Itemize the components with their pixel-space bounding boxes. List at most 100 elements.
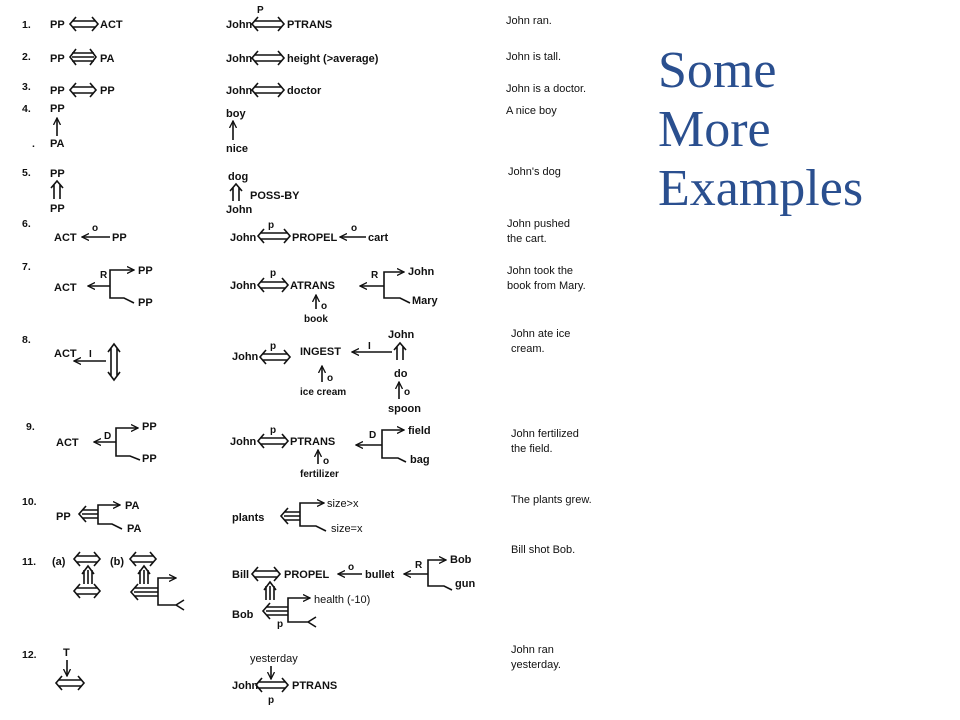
triple-up-arrow-icon bbox=[81, 564, 95, 584]
recipient-branch-to bbox=[109, 270, 134, 286]
rule-label: PP bbox=[138, 265, 153, 277]
example-label: o bbox=[323, 456, 329, 467]
example-number: 4. bbox=[22, 103, 31, 115]
example-meaning: John's dog bbox=[508, 166, 561, 178]
example-meaning: John fertilized bbox=[511, 428, 579, 440]
example-label: John bbox=[226, 53, 253, 65]
recipient-branch-from bbox=[383, 286, 411, 304]
rule-label: R bbox=[100, 270, 108, 281]
rule-label: PP bbox=[50, 53, 65, 65]
example-label: bullet bbox=[365, 569, 395, 581]
example-label: plants bbox=[232, 512, 264, 524]
example-label: Bob bbox=[232, 609, 254, 621]
example-label: p bbox=[270, 425, 276, 436]
double-arrow-icon bbox=[250, 566, 282, 582]
example-label: p bbox=[277, 619, 283, 630]
triple-arrow-icon bbox=[69, 48, 97, 66]
example-number: 7. bbox=[22, 261, 31, 273]
example-label: PTRANS bbox=[290, 436, 335, 448]
example-8: 8. ACT I John p INGEST o ice cream I Joh… bbox=[22, 328, 570, 415]
example-meaning: yesterday. bbox=[511, 659, 561, 671]
example-meaning: John ran. bbox=[506, 15, 552, 27]
example-label: I bbox=[368, 341, 371, 352]
example-label: o bbox=[321, 301, 327, 312]
example-label: John bbox=[230, 436, 257, 448]
example-label: P bbox=[257, 5, 264, 16]
rule-label: T bbox=[63, 647, 70, 659]
recipient-branch-to bbox=[383, 272, 404, 286]
rule-label: PP bbox=[50, 19, 65, 31]
example-label: Bill bbox=[232, 569, 249, 581]
double-arrow-icon bbox=[128, 551, 158, 567]
example-label: book bbox=[304, 314, 328, 325]
slide-title-line: Some bbox=[658, 42, 777, 99]
double-arrow-icon bbox=[254, 677, 290, 693]
slide-title: Some More Examples bbox=[658, 42, 948, 218]
double-arrow-icon bbox=[72, 583, 102, 599]
example-4: 4. PP PA . boy nice A nice boy bbox=[22, 103, 557, 155]
example-meaning: John ran bbox=[511, 644, 554, 656]
rule-label: (a) bbox=[52, 556, 66, 568]
double-arrow-icon bbox=[256, 277, 290, 293]
recipient-branch-to bbox=[427, 560, 446, 574]
double-arrow-icon bbox=[258, 349, 292, 365]
cd-examples-figure: 1. PP ACT John P PTRANS John ran. 2. PP … bbox=[22, 5, 592, 706]
state-change-arrow-icon bbox=[129, 578, 185, 611]
example-number: 6. bbox=[22, 218, 31, 230]
example-meaning: the cart. bbox=[507, 233, 547, 245]
example-meaning: the field. bbox=[511, 443, 553, 455]
example-label: PROPEL bbox=[284, 569, 330, 581]
example-label: John bbox=[230, 232, 257, 244]
stray-mark: . bbox=[32, 138, 35, 150]
double-arrow-icon bbox=[68, 82, 98, 98]
triple-up-arrow-icon bbox=[263, 580, 277, 600]
example-1: 1. PP ACT John P PTRANS John ran. bbox=[22, 5, 552, 32]
example-meaning: John pushed bbox=[507, 218, 570, 230]
example-label: p bbox=[270, 268, 276, 279]
example-label: cart bbox=[368, 232, 389, 244]
slide-title-line: More bbox=[658, 100, 771, 158]
vertical-double-arrow-icon bbox=[107, 342, 121, 382]
example-label: R bbox=[415, 560, 423, 571]
direction-branch-from bbox=[115, 442, 141, 461]
example-label: nice bbox=[226, 143, 248, 155]
example-label: D bbox=[369, 430, 376, 441]
rule-label: ACT bbox=[54, 348, 77, 360]
example-label: John bbox=[226, 19, 253, 31]
example-label: yesterday bbox=[250, 653, 298, 665]
example-label: INGEST bbox=[300, 346, 341, 358]
direction-branch-to bbox=[115, 428, 138, 442]
double-arrow-icon bbox=[256, 228, 292, 244]
example-label: do bbox=[394, 368, 408, 380]
double-arrow-icon bbox=[256, 433, 290, 449]
example-label: PTRANS bbox=[287, 19, 332, 31]
example-number: 10. bbox=[22, 496, 37, 508]
double-arrow-icon bbox=[68, 16, 100, 32]
rule-label: PP bbox=[100, 85, 115, 97]
example-6: 6. ACT o PP John p PROPEL o cart John pu… bbox=[22, 218, 570, 245]
rule-label: PP bbox=[142, 453, 157, 465]
example-number: 12. bbox=[22, 649, 37, 661]
example-label: R bbox=[371, 270, 379, 281]
example-label: spoon bbox=[388, 403, 421, 415]
example-3: 3. PP PP John doctor John is a doctor. bbox=[22, 81, 586, 98]
example-label: John bbox=[232, 680, 259, 692]
recipient-branch-from bbox=[427, 574, 453, 591]
example-label: John bbox=[408, 266, 435, 278]
rule-label: PP bbox=[50, 203, 65, 215]
rule-label: o bbox=[92, 223, 98, 234]
example-label: doctor bbox=[287, 85, 322, 97]
example-meaning: Bill shot Bob. bbox=[511, 544, 575, 556]
double-arrow-icon bbox=[54, 675, 86, 691]
example-number: 8. bbox=[22, 334, 31, 346]
rule-label: ACT bbox=[54, 232, 77, 244]
example-label: health (-10) bbox=[314, 594, 370, 606]
example-label: John bbox=[232, 351, 259, 363]
example-meaning: The plants grew. bbox=[511, 494, 592, 506]
direction-branch-from bbox=[381, 445, 407, 463]
rule-label: ACT bbox=[54, 282, 77, 294]
example-label: John bbox=[388, 329, 415, 341]
example-label: height (>average) bbox=[287, 53, 379, 65]
rule-label: PP bbox=[138, 297, 153, 309]
example-label: ice cream bbox=[300, 387, 346, 398]
